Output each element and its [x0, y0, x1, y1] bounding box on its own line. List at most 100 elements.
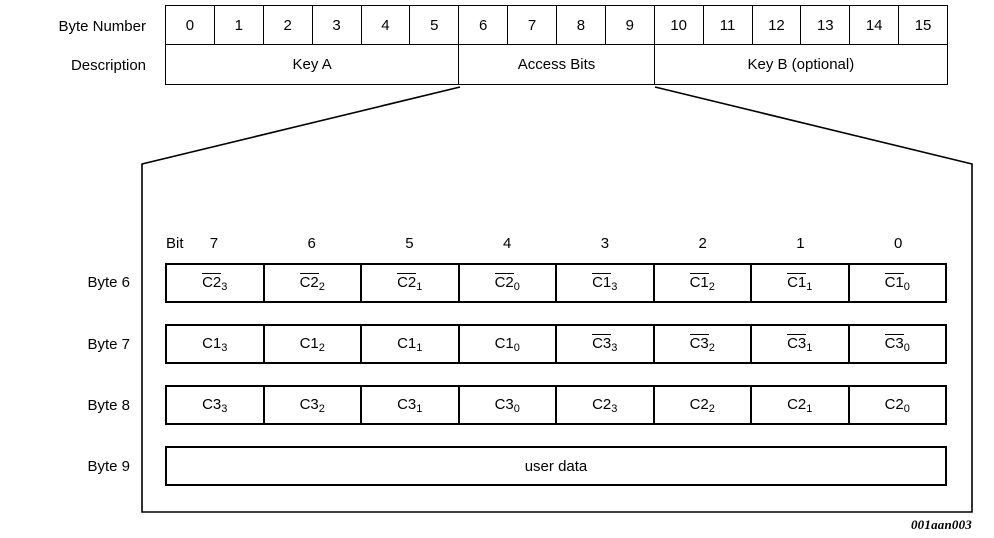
bit-index: 1 [796, 235, 805, 252]
access-bit-cell: C23 [557, 387, 655, 423]
negated-term: C11 [787, 273, 812, 293]
byte-number-cell: 6 [458, 5, 509, 45]
bit-number-label: 0 [849, 236, 947, 251]
label-byte-7: Byte 7 [87, 336, 130, 353]
byte-number-cell: 11 [702, 5, 753, 45]
access-bit-cell: C20 [850, 387, 946, 423]
term-base: C1 [202, 334, 222, 352]
byte-number-cell: 15 [898, 5, 948, 45]
byte-number-cell: 0 [165, 5, 215, 45]
access-bit-cell: C20 [460, 265, 557, 301]
term-subscript: 3 [611, 342, 618, 354]
byte-number-cell: 2 [262, 5, 313, 45]
byte-number-cell: 14 [849, 5, 900, 45]
term-base: C1 [787, 273, 807, 291]
access-bit-cell: C33 [557, 326, 655, 362]
term-subscript: 2 [318, 281, 325, 293]
term: C10 [495, 335, 520, 354]
term: C30 [495, 396, 520, 415]
bit-index: 6 [307, 235, 316, 252]
negated-term: C10 [884, 273, 910, 293]
term-base: C2 [494, 273, 514, 291]
term-subscript: 2 [318, 402, 325, 415]
term-subscript: 2 [708, 281, 715, 293]
byte-number-cell: 12 [751, 5, 802, 45]
term-subscript: 0 [513, 341, 520, 354]
negated-term: C30 [884, 334, 910, 354]
term-base: C3 [299, 395, 319, 413]
negated-term: C33 [592, 334, 617, 354]
bit-index: 5 [405, 235, 414, 252]
term: C12 [300, 335, 325, 354]
access-bit-cell: C31 [362, 387, 460, 423]
term-base: C1 [397, 334, 417, 352]
term-base: C1 [689, 273, 709, 291]
term-base: C3 [202, 395, 222, 413]
term-base: C1 [592, 273, 612, 291]
label-byte-number: Byte Number [58, 18, 146, 35]
bit-index: 2 [698, 235, 707, 252]
access-bit-cell: C10 [850, 265, 946, 301]
byte-number-cell: 8 [556, 5, 606, 45]
byte-number-cell: 13 [800, 5, 851, 45]
term-subscript: 1 [416, 341, 423, 354]
negated-term: C31 [787, 334, 812, 354]
bit-index: 0 [893, 235, 903, 252]
figure-caption: 001aan003 [910, 517, 972, 532]
term: C31 [397, 396, 422, 415]
term-base: C3 [494, 395, 514, 413]
term-subscript: 0 [903, 281, 910, 293]
access-bit-cell: C22 [655, 387, 752, 423]
term-base: C2 [299, 273, 319, 291]
term-subscript: 1 [416, 402, 423, 415]
term-subscript: 3 [221, 402, 228, 415]
term-subscript: 0 [903, 342, 910, 354]
term-subscript: 1 [806, 281, 813, 293]
description-cell: Access Bits [458, 44, 655, 85]
term-base: C3 [689, 334, 709, 352]
bit-number-label: 6 [263, 236, 361, 251]
byte-number-cell: 3 [311, 5, 362, 45]
negated-term: C22 [299, 273, 325, 293]
bit-number-label: 1 [752, 236, 850, 251]
bit-index: 4 [502, 235, 512, 252]
term-base: C1 [884, 273, 904, 291]
term-base: C2 [884, 395, 904, 413]
term-base: C2 [592, 395, 612, 413]
byte-number-cell: 9 [604, 5, 655, 45]
access-bit-cell: C21 [752, 387, 850, 423]
term-subscript: 1 [806, 342, 813, 354]
term-base: C3 [397, 395, 417, 413]
bit-number-label: 5 [361, 236, 459, 251]
term-subscript: 1 [416, 281, 423, 293]
access-bit-cell: C10 [460, 326, 557, 362]
byte-number-cell: 7 [507, 5, 557, 45]
access-bit-cell: C12 [655, 265, 752, 301]
access-bit-cell: C32 [265, 387, 362, 423]
bit-index: 7 [209, 235, 219, 252]
term: C13 [202, 335, 227, 354]
term-subscript: 2 [708, 402, 715, 415]
label-byte-8: Byte 8 [87, 397, 130, 414]
term-base: C3 [884, 334, 904, 352]
access-bit-cell: C11 [752, 265, 850, 301]
term-subscript: 3 [611, 402, 618, 415]
access-bit-cell: C32 [655, 326, 752, 362]
term-subscript: 0 [513, 402, 520, 415]
negated-term: C23 [202, 273, 227, 293]
description-cell: Key B (optional) [653, 44, 949, 85]
term-base: C1 [494, 334, 514, 352]
term: C20 [885, 396, 910, 415]
access-bit-cell: C22 [265, 265, 362, 301]
term-subscript: 3 [221, 341, 228, 354]
term-base: C2 [787, 395, 807, 413]
access-bit-cell: C13 [167, 326, 265, 362]
label-byte-9: Byte 9 [87, 458, 130, 475]
